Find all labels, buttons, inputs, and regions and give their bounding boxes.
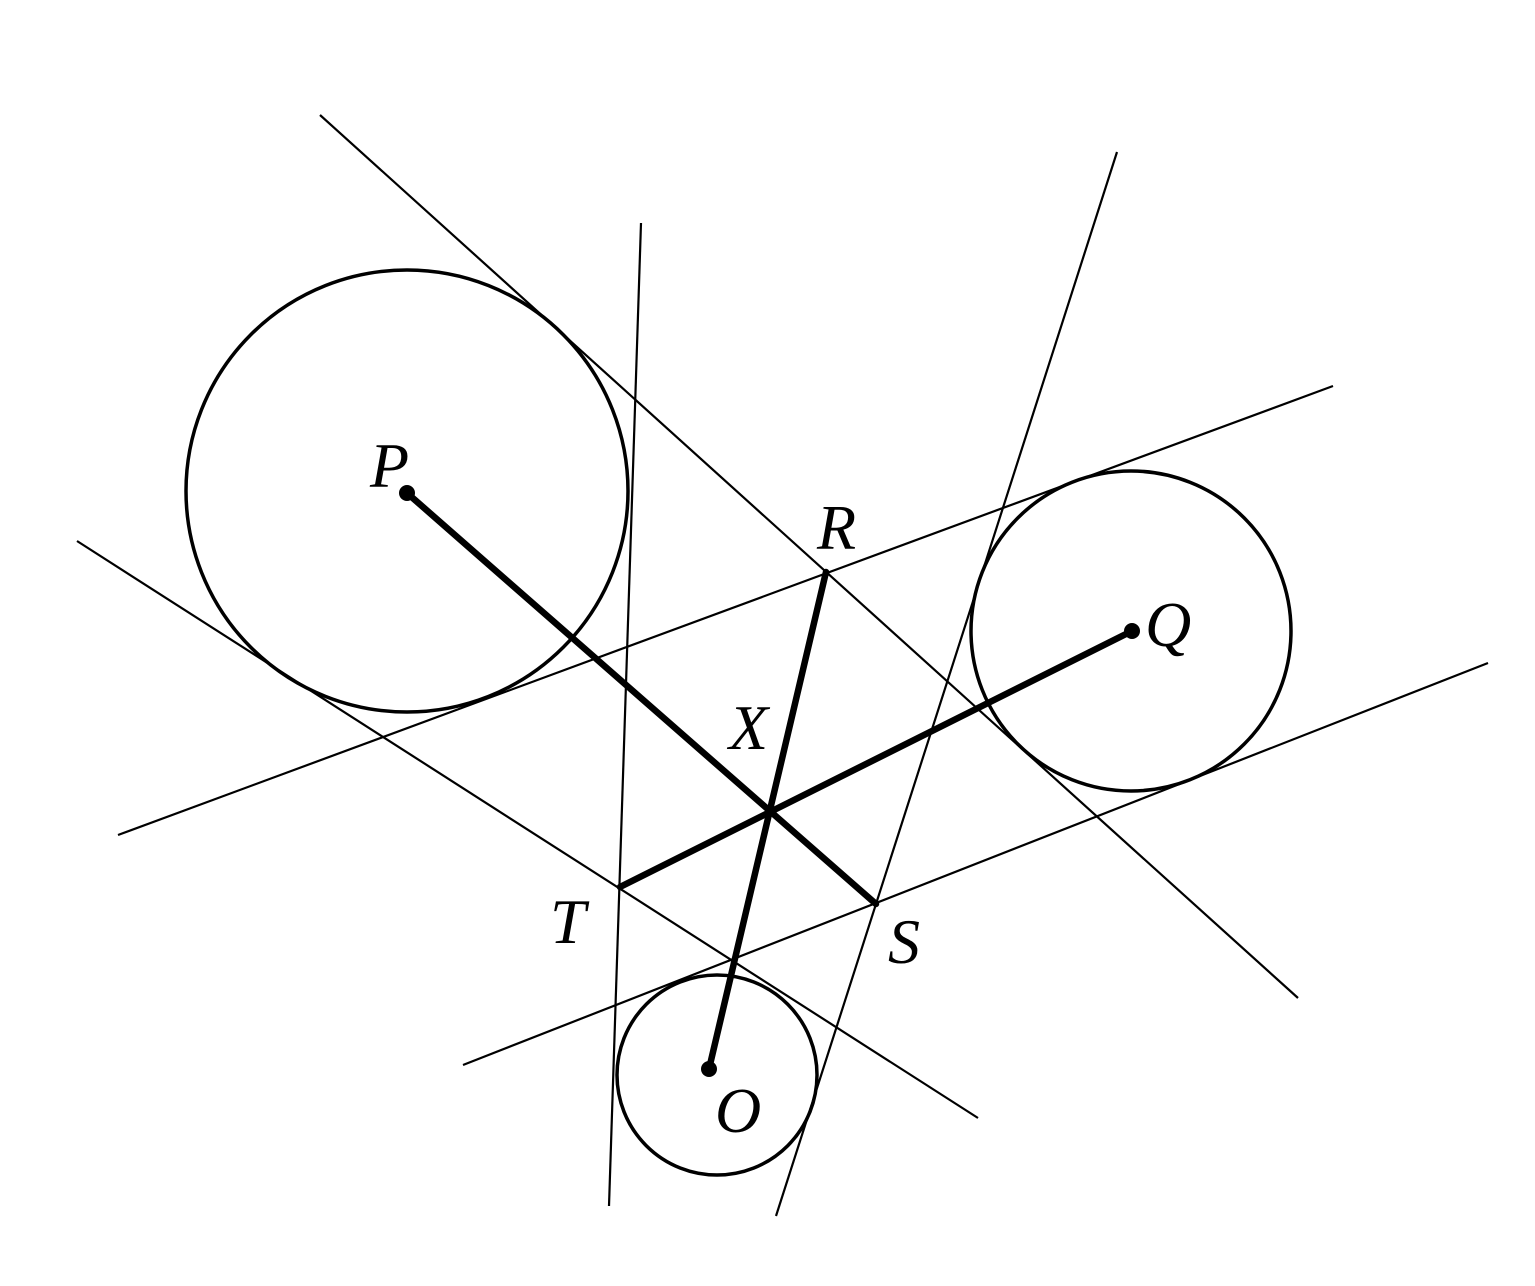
segment-q-t (616, 627, 1136, 891)
tangent-line-qo-right (462, 661, 1489, 1067)
circle-p (184, 268, 630, 714)
tangent-line-qo-left (774, 151, 1119, 1217)
point-p-dot (399, 485, 415, 501)
tangent-line-po-left (607, 222, 643, 1207)
label-o: O (715, 1075, 761, 1146)
circle-q (969, 469, 1293, 793)
point-q-dot (1124, 623, 1140, 639)
tangent-line-po-right (76, 540, 979, 1119)
label-t: T (550, 886, 590, 957)
segment-p-s (403, 489, 880, 908)
segment-r-o (705, 568, 830, 1073)
label-s: S (888, 906, 920, 977)
tangent-line-pq-top (319, 114, 1299, 999)
label-x: X (726, 692, 771, 763)
label-q: Q (1145, 589, 1191, 660)
label-r: R (816, 492, 856, 563)
circle-o (615, 973, 819, 1177)
tangent-line-pq-bottom (117, 384, 1334, 837)
point-o-dot (701, 1061, 717, 1077)
label-p: P (369, 430, 409, 501)
